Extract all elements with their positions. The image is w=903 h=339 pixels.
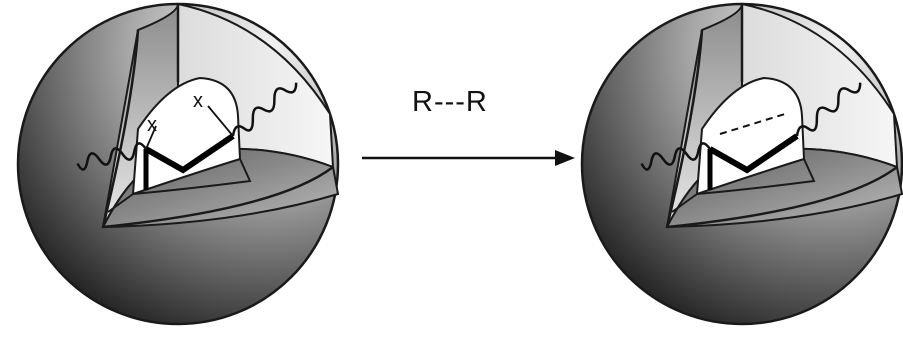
- left-crosslink-x-2: x: [193, 90, 203, 112]
- right-reactive-stub: [207, 105, 234, 137]
- right-sphere: [582, 4, 902, 324]
- left-sphere: [18, 4, 338, 324]
- reaction-label: R---R: [412, 86, 488, 118]
- reaction-arrow: [362, 150, 575, 166]
- left-crosslink-x-1: x: [147, 114, 157, 136]
- left-reactive-stub: [145, 125, 157, 150]
